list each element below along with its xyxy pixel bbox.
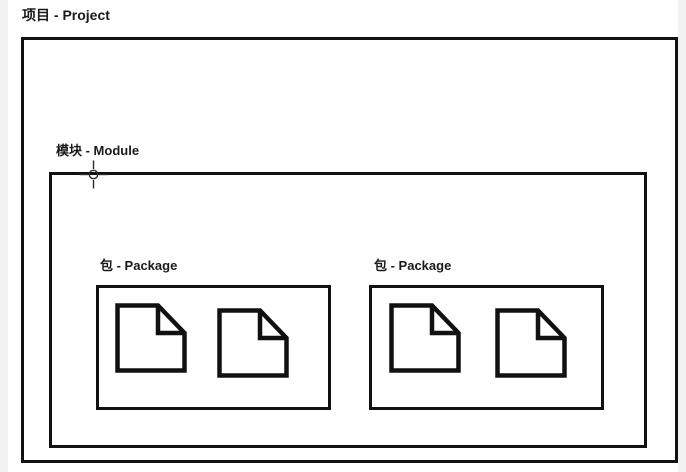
module-label: 模块 - Module: [56, 143, 140, 158]
project-container-box: [21, 37, 678, 463]
package-label-1: 包 - Package: [100, 258, 178, 273]
module-container-box: [49, 172, 647, 448]
project-label: 项目 - Project: [22, 7, 110, 23]
package-label-2: 包 - Package: [374, 258, 452, 273]
file-document-icon: [495, 308, 567, 378]
file-document-icon: [217, 308, 289, 378]
package-container-box-1: [96, 285, 331, 410]
file-document-icon: [389, 303, 461, 373]
file-document-icon: [115, 303, 187, 373]
page-sheet: 项目 - Project 模块 - Module 包 - Package 包 -…: [8, 0, 678, 472]
package-container-box-2: [369, 285, 604, 410]
